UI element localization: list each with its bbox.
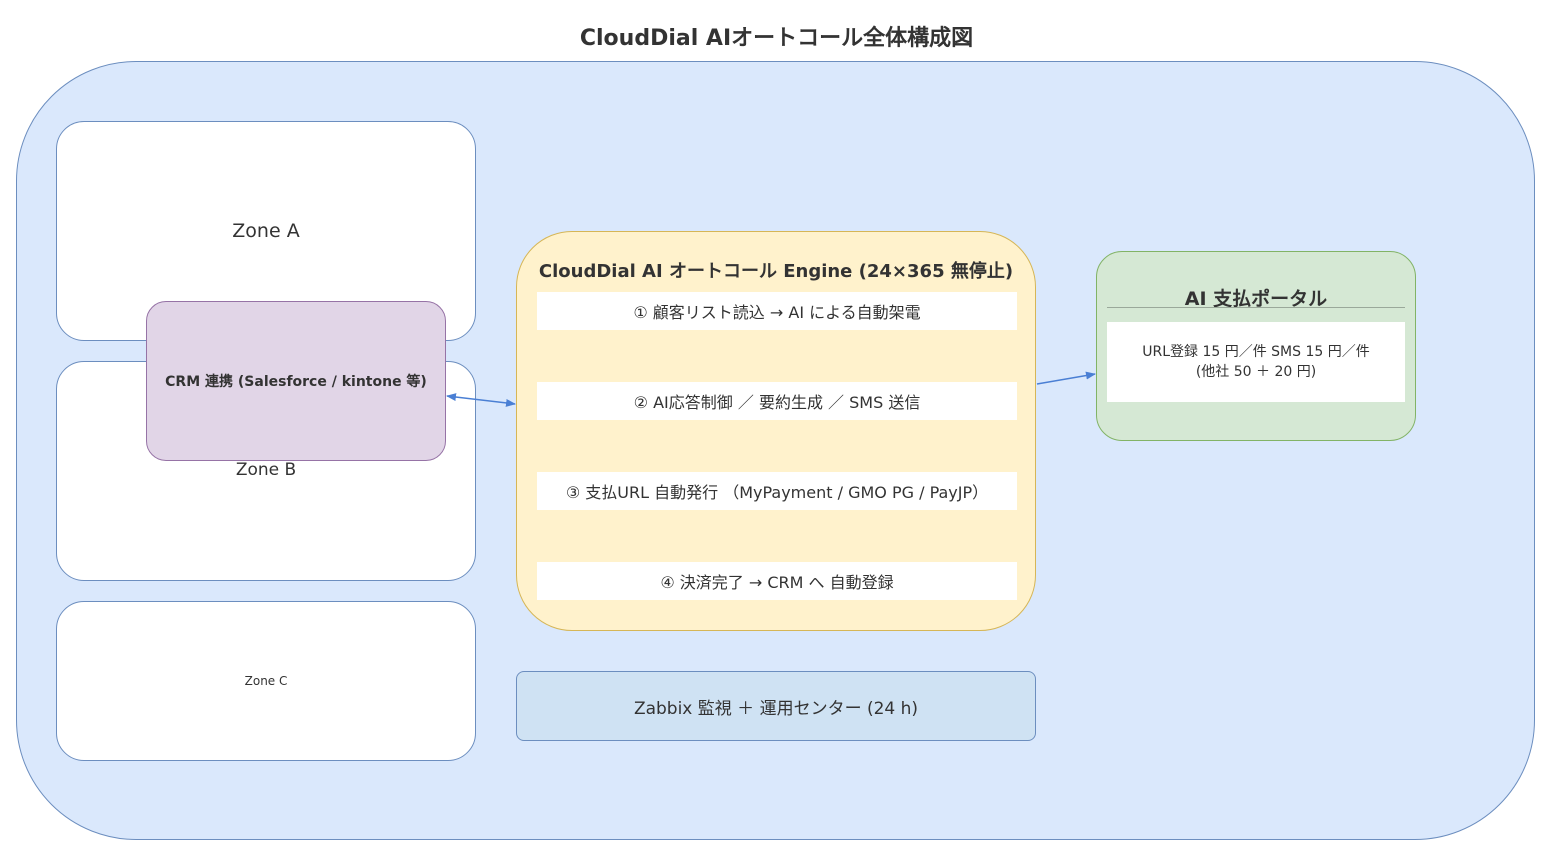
portal-title: AI 支払ポータル <box>1184 288 1328 310</box>
autocall-engine-node: CloudDial AI オートコール Engine (24×365 無停止) … <box>516 231 1036 631</box>
monitoring-label: Zabbix 監視 ＋ 運用センター (24 h) <box>633 698 919 719</box>
engine-step-4: ④ 決済完了 → CRM へ 自動登録 <box>537 562 1017 600</box>
crm-integration-label: CRM 連携 (Salesforce / kintone 等) <box>165 374 427 390</box>
zone-c-label: Zone C <box>244 674 288 688</box>
portal-pricing-line-1: URL登録 15 円／件 SMS 15 円／件 <box>1142 344 1370 360</box>
engine-step-1: ① 顧客リスト読込 → AI による自動架電 <box>537 292 1017 330</box>
zone-a-label: Zone A <box>232 220 300 242</box>
crm-integration-node: CRM 連携 (Salesforce / kintone 等) <box>146 301 446 461</box>
engine-step-3: ③ 支払URL 自動発行 （MyPayment / GMO PG / PayJP… <box>537 472 1017 510</box>
engine-title: CloudDial AI オートコール Engine (24×365 無停止) <box>538 261 1014 282</box>
payment-portal-node: AI 支払ポータル URL登録 15 円／件 SMS 15 円／件 (他社 50… <box>1096 251 1416 441</box>
zone-c-box: Zone C <box>56 601 476 761</box>
engine-step-2: ② AI応答制御 ／ 要約生成 ／ SMS 送信 <box>537 382 1017 420</box>
zone-b-label: Zone B <box>235 460 297 480</box>
diagram-title: CloudDial AIオートコール全体構成図 <box>579 26 974 51</box>
portal-pricing-box: URL登録 15 円／件 SMS 15 円／件 (他社 50 ＋ 20 円) <box>1107 322 1405 402</box>
monitoring-node: Zabbix 監視 ＋ 運用センター (24 h) <box>516 671 1036 741</box>
portal-divider <box>1107 307 1405 308</box>
portal-pricing-line-2: (他社 50 ＋ 20 円) <box>1195 364 1317 380</box>
